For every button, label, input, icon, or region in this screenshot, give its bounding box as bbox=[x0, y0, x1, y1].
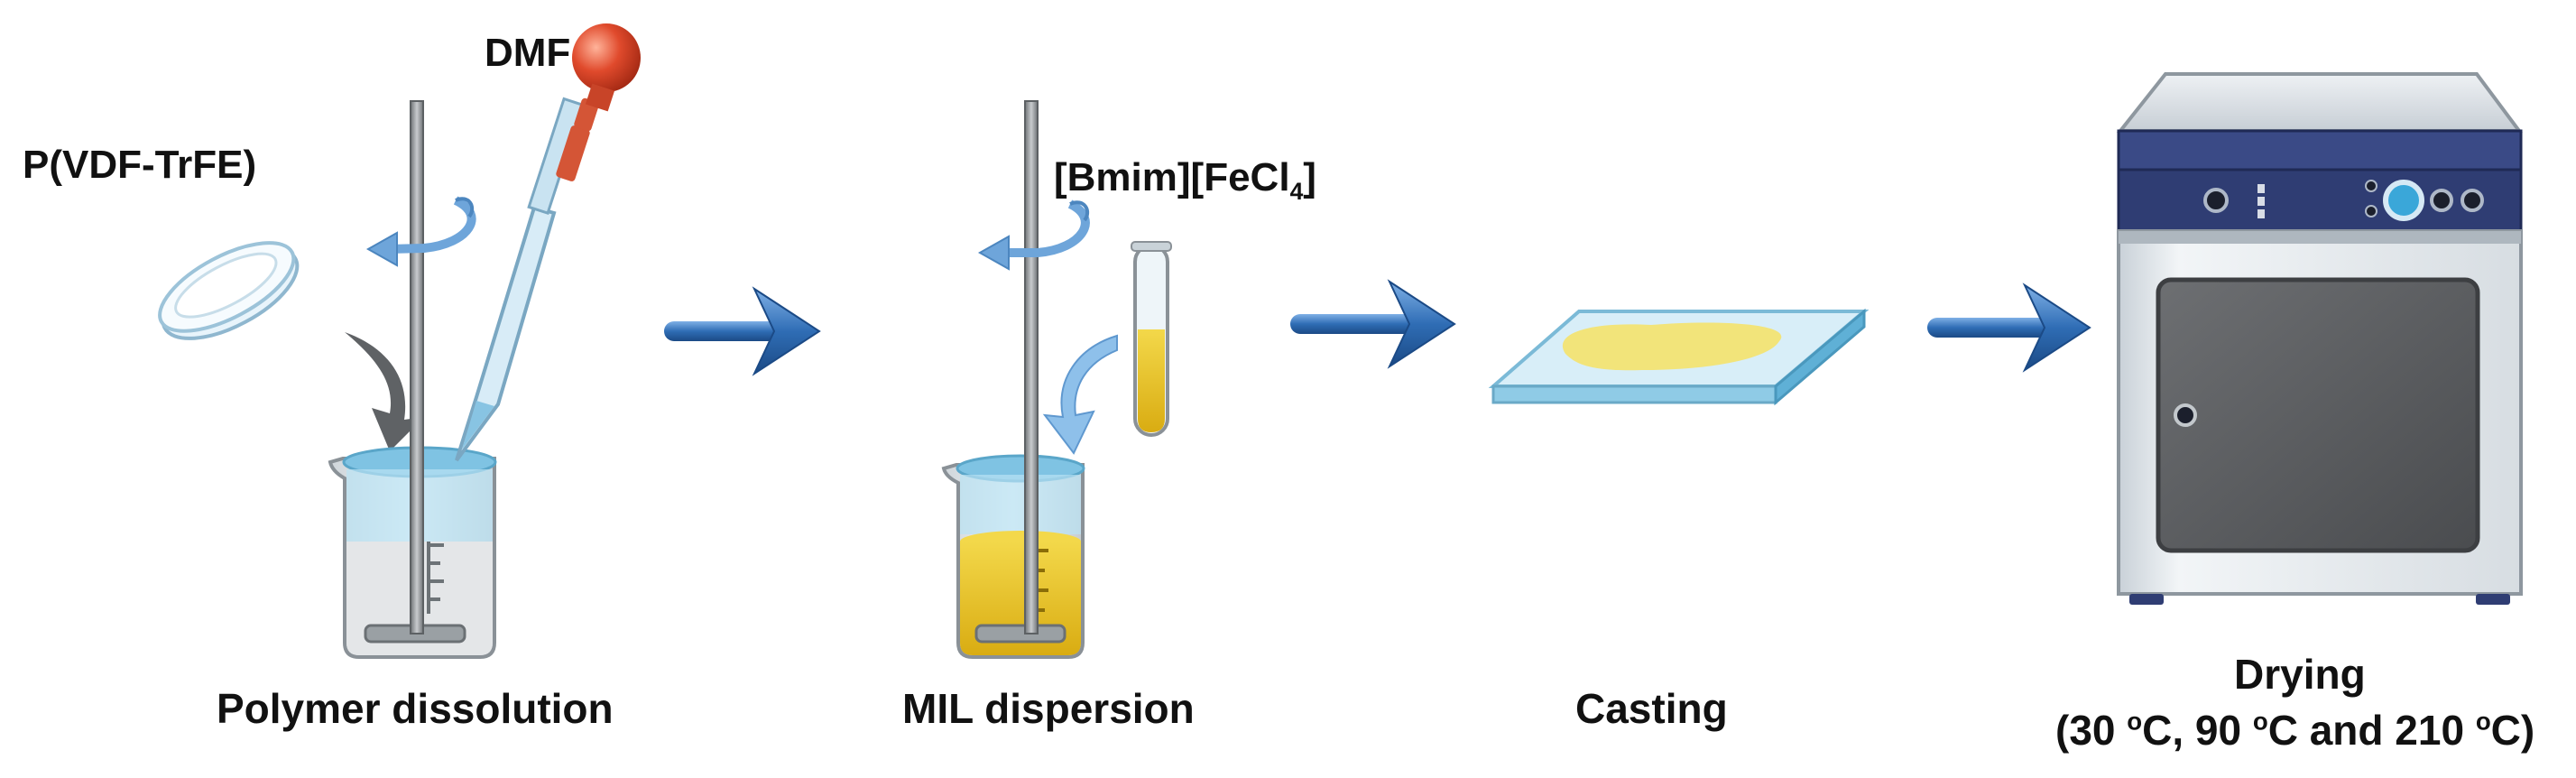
add-arrow-icon bbox=[1042, 334, 1118, 455]
rotation-arrow-2-icon bbox=[977, 199, 1090, 271]
flow-arrow-1-icon bbox=[664, 286, 821, 376]
step2-group bbox=[941, 100, 1172, 659]
step4-caption: Drying bbox=[2234, 651, 2366, 698]
flow-arrow-2-icon bbox=[1290, 279, 1456, 369]
stirring-rod-2-icon bbox=[1024, 100, 1039, 634]
step1-caption: Polymer dissolution bbox=[217, 685, 614, 732]
step2-caption: MIL dispersion bbox=[902, 685, 1195, 732]
pipette-dmf-icon bbox=[455, 23, 641, 462]
stirring-rod-1-icon bbox=[410, 100, 424, 634]
oven-icon bbox=[2116, 72, 2523, 605]
pvdf-label: P(VDF-TrFE) bbox=[23, 143, 257, 187]
test-tube-icon bbox=[1131, 241, 1172, 437]
dmf-label: DMF bbox=[485, 31, 571, 75]
oven-door-handle-icon bbox=[2174, 403, 2197, 427]
petri-dish-icon bbox=[158, 241, 300, 340]
step1-group bbox=[158, 23, 641, 659]
step4-temperatures: (30 oC, 90 oC and 210 oC) bbox=[2055, 707, 2535, 754]
oven-door bbox=[2156, 277, 2480, 553]
oven-control-panel bbox=[2117, 168, 2523, 233]
flow-arrow-3-icon bbox=[1927, 282, 2091, 373]
beaker-2-icon bbox=[941, 454, 1085, 659]
glass-plate-icon bbox=[1488, 308, 1870, 406]
rotation-arrow-1-icon bbox=[365, 196, 476, 267]
step3-caption: Casting bbox=[1575, 685, 1728, 732]
oven-knobs-icon bbox=[2203, 180, 2484, 221]
ionic-liquid-label: [Bmim][FeCl4] bbox=[1054, 155, 1316, 205]
pour-arrow-icon bbox=[345, 332, 424, 451]
cast-film-icon bbox=[1562, 322, 1782, 371]
